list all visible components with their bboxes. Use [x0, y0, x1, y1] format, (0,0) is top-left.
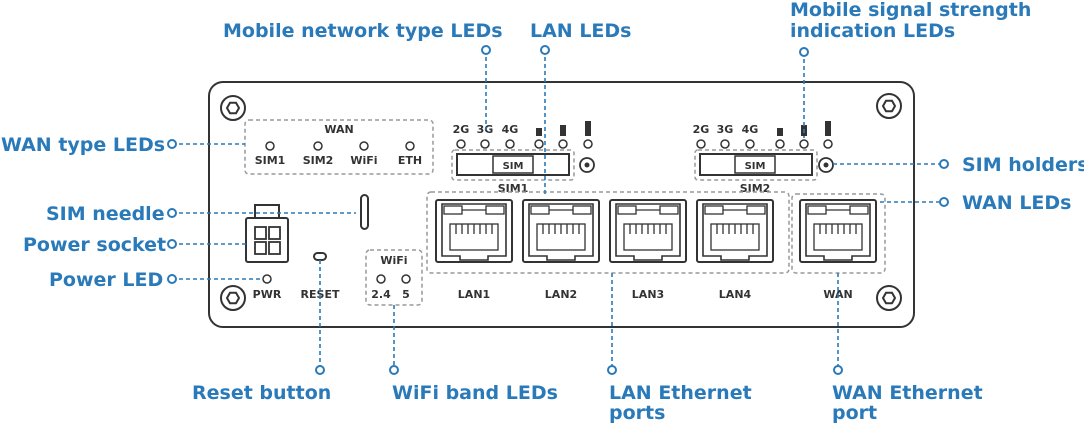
wan-type-led: [405, 141, 415, 151]
wan-type-label-eth: ETH: [398, 154, 422, 167]
callout-reset-button: Reset button: [192, 382, 331, 404]
lan-port-1[interactable]: [435, 199, 513, 263]
lan-port-group: [426, 191, 790, 274]
signal-bar-icon: [825, 121, 831, 136]
lan-port-2[interactable]: [522, 199, 600, 263]
net-type-led: [745, 139, 755, 149]
wifi-band-24: 2.4: [371, 288, 391, 301]
callout-mobile-network-type: Mobile network type LEDs: [223, 20, 503, 42]
reset-label: RESET: [301, 288, 340, 301]
wan-type-led: [265, 141, 275, 151]
device-body: [208, 81, 915, 328]
lan-port-label-3: LAN3: [632, 288, 664, 301]
callout-wifi-band: WiFi band LEDs: [392, 382, 558, 404]
wan-type-led: [359, 141, 369, 151]
wifi-band-5: 5: [402, 288, 410, 301]
sim2-holder[interactable]: [699, 153, 813, 176]
sim1-holder[interactable]: [456, 153, 570, 176]
callout-wan-leds: WAN LEDs: [962, 192, 1072, 214]
wan-type-label-wifi: WiFi: [350, 154, 377, 167]
callout-sim-holders: SIM holders: [962, 154, 1084, 176]
signal-led: [558, 139, 568, 149]
wan-group-title: WAN: [324, 123, 353, 136]
lan-port-label-2: LAN2: [545, 288, 577, 301]
net-type-label-3g: 3G: [477, 123, 494, 136]
wifi-band-group: [365, 249, 423, 306]
net-type-label-4g: 4G: [742, 123, 759, 136]
callout-wan-type: WAN type LEDs: [1, 134, 165, 156]
callout-lan-leds: LAN LEDs: [530, 20, 632, 42]
sim1-label: SIM1: [498, 182, 529, 195]
lan-port-label-4: LAN4: [719, 288, 752, 301]
wan-type-led: [313, 141, 323, 151]
wifi-band-led: [401, 274, 411, 284]
callout-lan-eth-line1: LAN Ethernet: [609, 382, 752, 404]
sim-needle[interactable]: [360, 194, 369, 230]
power-led: [262, 274, 272, 284]
callout-power-socket: Power socket: [23, 234, 166, 256]
lan-port-4[interactable]: [696, 199, 774, 263]
wan-type-label-sim2: SIM2: [303, 154, 334, 167]
net-type-led: [505, 139, 515, 149]
callout-lan-eth-line2: ports: [609, 402, 665, 424]
sim1-text: SIM: [503, 161, 524, 172]
signal-led: [775, 139, 785, 149]
wifi-title: WiFi: [380, 254, 407, 267]
net-type-led: [720, 139, 730, 149]
sim1-group: [451, 149, 575, 181]
net-type-label-4g: 4G: [502, 123, 519, 136]
net-type-led: [480, 139, 490, 149]
sim2-text: SIM: [745, 161, 766, 172]
lan-port-label-1: LAN1: [458, 288, 490, 301]
lan-port-3[interactable]: [609, 199, 687, 263]
callout-wan-eth-line2: port: [832, 402, 877, 424]
power-socket-latch: [254, 204, 280, 219]
sim2-group: [694, 149, 818, 181]
power-socket[interactable]: [245, 217, 289, 263]
net-type-label-3g: 3G: [717, 123, 734, 136]
wan-type-label-sim1: SIM1: [255, 154, 286, 167]
signal-bar-icon: [536, 128, 542, 136]
signal-led: [823, 139, 833, 149]
callout-sim-needle: SIM needle: [46, 203, 165, 225]
screw-icon: [220, 95, 246, 121]
pwr-label: PWR: [253, 288, 282, 301]
wan-port[interactable]: [799, 199, 877, 263]
signal-bar-icon: [560, 125, 566, 136]
callout-signal-line2: indication LEDs: [790, 20, 955, 42]
reset-button[interactable]: [313, 252, 327, 261]
sim2-label: SIM2: [740, 182, 771, 195]
signal-led: [799, 139, 809, 149]
net-type-label-2g: 2G: [453, 123, 470, 136]
net-type-led: [696, 139, 706, 149]
signal-bar-icon: [777, 128, 783, 136]
callout-signal-line1: Mobile signal strength: [790, 0, 1031, 21]
callout-power-led: Power LED: [49, 269, 163, 291]
signal-led: [534, 139, 544, 149]
net-type-led: [456, 139, 466, 149]
screw-icon: [876, 285, 902, 311]
signal-bar-icon: [585, 121, 591, 136]
screw-icon: [220, 285, 246, 311]
callout-wan-eth-line1: WAN Ethernet: [832, 382, 983, 404]
screw-icon: [876, 93, 902, 119]
net-type-label-2g: 2G: [693, 123, 710, 136]
signal-led: [583, 139, 593, 149]
wifi-band-led: [376, 274, 386, 284]
